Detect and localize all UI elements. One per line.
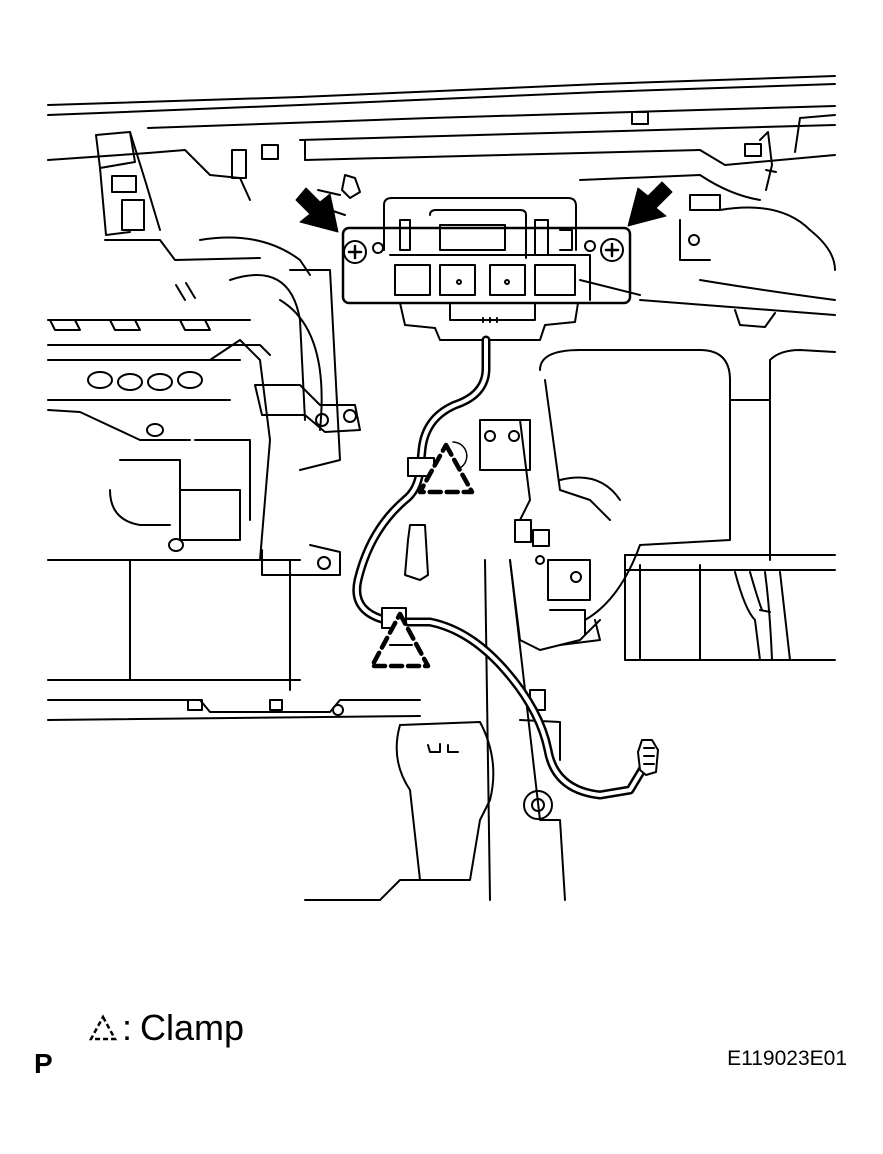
right-vent-louvers xyxy=(624,554,836,661)
wire-harness xyxy=(352,335,650,800)
view-code-label: P xyxy=(34,1048,53,1079)
legend-separator: : xyxy=(122,1007,133,1048)
dashed-triangle-clamp-icon xyxy=(88,1014,118,1041)
figure-code-label: E119023E01 xyxy=(727,1047,847,1070)
center-console-bottom xyxy=(304,559,566,901)
clamp-upper-icon xyxy=(407,441,475,495)
legend-label: Clamp xyxy=(140,1007,245,1048)
arrow-right-screw-icon xyxy=(627,181,673,227)
harness-connector xyxy=(637,739,659,776)
wire-guide-bracket xyxy=(404,524,429,581)
center-pipe-bracket xyxy=(254,269,361,576)
arrow-left-screw-icon xyxy=(295,187,339,233)
ecu-bracket-assembly xyxy=(341,197,632,341)
right-upper-components xyxy=(579,131,836,328)
lower-left-panel xyxy=(47,559,421,721)
clamp-lower-icon xyxy=(369,607,431,669)
left-bracket-structure xyxy=(47,131,323,561)
right-duct-structure xyxy=(479,349,836,651)
clamp-legend: : Clamp xyxy=(88,1006,244,1050)
dashboard-top-edge xyxy=(47,75,836,166)
